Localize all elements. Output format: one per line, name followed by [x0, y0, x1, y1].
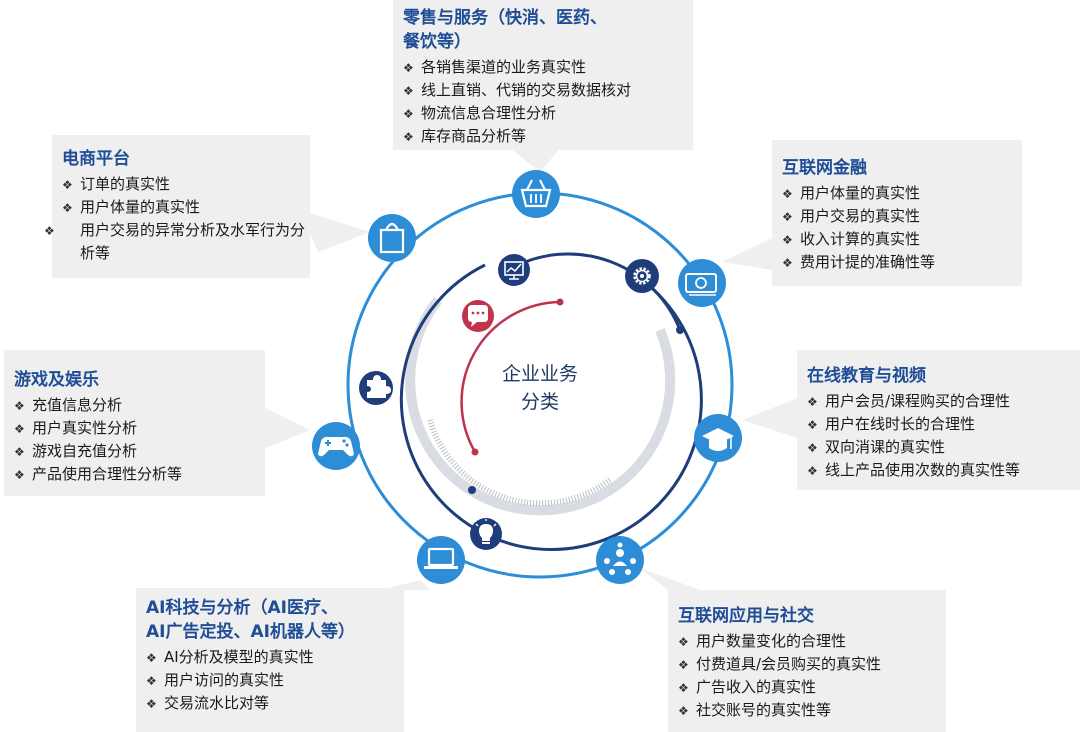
category-box-gaming: 游戏及娱乐 ❖充值信息分析 ❖用户真实性分析 ❖游戏自充值分析 ❖产品使用合理性…: [4, 350, 265, 496]
chart-monitor-icon: [498, 254, 530, 286]
category-item-list: ❖用户体量的真实性 ❖用户交易的真实性 ❖收入计算的真实性 ❖费用计提的准确性等: [782, 182, 1022, 274]
dark-arc-outer: [399, 263, 703, 551]
callout-pointer-ai: [380, 580, 430, 590]
arc-end-dot: [676, 326, 684, 334]
category-title: 电商平台: [62, 149, 130, 169]
callout-pointer-gaming: [265, 408, 310, 448]
category-box-social: 互联网应用与社交 ❖用户数量变化的合理性 ❖付费道具/会员购买的真实性 ❖广告收…: [668, 590, 946, 732]
list-item: ❖库存商品分析等: [403, 127, 527, 145]
lightbulb-icon: [470, 518, 502, 550]
callout-pointer-ecommerce: [300, 210, 370, 252]
list-item: ❖AI分析及模型的真实性: [146, 648, 314, 666]
list-item: ❖收入计算的真实性: [782, 230, 921, 248]
list-item: ❖用户在线时长的合理性: [807, 415, 976, 433]
list-item: ❖物流信息合理性分析: [403, 104, 557, 122]
list-item: ❖用户交易的异常分析及水军行为分析等: [44, 221, 306, 262]
people-network-icon: [596, 536, 644, 584]
list-item: ❖广告收入的真实性: [678, 678, 817, 696]
list-item: ❖社交账号的真实性等: [678, 701, 832, 719]
gray-arc: [405, 296, 676, 516]
center-label-line1: 企业业务: [501, 363, 578, 385]
list-item: ❖各销售渠道的业务真实性: [403, 58, 587, 76]
category-title: 零售与服务（快消、医药、餐饮等）: [403, 8, 607, 52]
gear-icon: [625, 259, 659, 293]
shopping-bag-icon: [368, 214, 416, 262]
list-item: ❖付费道具/会员购买的真实性: [678, 655, 882, 673]
arc-end-dot: [468, 486, 476, 494]
red-arc: [460, 300, 561, 453]
category-box-fintech: 互联网金融 ❖用户体量的真实性 ❖用户交易的真实性 ❖收入计算的真实性 ❖费用计…: [772, 140, 1022, 286]
list-item: ❖交易流水比对等: [146, 694, 270, 712]
list-item: ❖充值信息分析: [14, 396, 123, 414]
category-item-list: ❖用户会员/课程购买的合理性 ❖用户在线时长的合理性 ❖双向消课的真实性 ❖线上…: [807, 390, 1080, 482]
category-item-list: ❖订单的真实性 ❖用户体量的真实性 ❖用户交易的异常分析及水军行为分析等: [44, 173, 310, 264]
basket-icon: [512, 170, 560, 218]
list-item: ❖订单的真实性: [62, 175, 171, 193]
chat-bubble-icon: [462, 300, 494, 332]
callout-pointer-education: [742, 398, 798, 438]
laptop-icon: [417, 536, 465, 584]
puzzle-icon: [359, 371, 393, 405]
dark-arc-inner: [511, 252, 682, 331]
list-item: ❖双向消课的真实性: [807, 438, 946, 456]
category-title: 在线教育与视频: [807, 366, 926, 386]
category-box-ecommerce: 电商平台 ❖订单的真实性 ❖用户体量的真实性 ❖用户交易的异常分析及水军行为分析…: [44, 135, 310, 278]
list-item: ❖用户体量的真实性: [782, 184, 921, 202]
category-item-list: ❖充值信息分析 ❖用户真实性分析 ❖游戏自充值分析 ❖产品使用合理性分析等: [14, 394, 265, 486]
category-item-list: ❖AI分析及模型的真实性 ❖用户访问的真实性 ❖交易流水比对等: [146, 646, 404, 715]
category-box-education: 在线教育与视频 ❖用户会员/课程购买的合理性 ❖用户在线时长的合理性 ❖双向消课…: [797, 350, 1080, 490]
callout-pointer-retail: [510, 148, 560, 172]
list-item: ❖用户真实性分析: [14, 419, 138, 437]
dashed-arc: [427, 419, 612, 507]
list-item: ❖线上产品使用次数的真实性等: [807, 461, 1021, 479]
center-label-line2: 分类: [520, 391, 559, 413]
money-icon: [678, 259, 726, 307]
category-item-list: ❖用户数量变化的合理性 ❖付费道具/会员购买的真实性 ❖广告收入的真实性 ❖社交…: [678, 630, 946, 722]
category-box-ai: AI科技与分析（AI医疗、AI广告定投、AI机器人等） ❖AI分析及模型的真实性…: [136, 588, 404, 732]
graduation-cap-icon: [694, 414, 742, 462]
list-item: ❖用户数量变化的合理性: [678, 632, 847, 650]
list-item: ❖产品使用合理性分析等: [14, 465, 183, 483]
arc-end-dot: [471, 448, 479, 456]
category-title: AI科技与分析（AI医疗、AI广告定投、AI机器人等）: [146, 598, 355, 642]
list-item: ❖线上直销、代销的交易数据核对: [403, 81, 632, 99]
list-item: ❖用户会员/课程购买的合理性: [807, 392, 1011, 410]
category-item-list: ❖各销售渠道的业务真实性 ❖线上直销、代销的交易数据核对 ❖物流信息合理性分析 …: [403, 56, 693, 148]
list-item: ❖费用计提的准确性等: [782, 253, 936, 271]
category-title: 游戏及娱乐: [14, 370, 99, 390]
callout-pointer-social: [640, 568, 700, 590]
list-item: ❖用户体量的真实性: [62, 198, 201, 216]
category-box-retail: 零售与服务（快消、医药、餐饮等） ❖各销售渠道的业务真实性 ❖线上直销、代销的交…: [393, 0, 693, 150]
list-item: ❖游戏自充值分析: [14, 442, 138, 460]
callout-pointer-fintech: [722, 238, 772, 270]
list-item: ❖用户交易的真实性: [782, 207, 921, 225]
category-title: 互联网金融: [782, 158, 867, 178]
center-label: 企业业务 分类: [470, 360, 610, 416]
category-title: 互联网应用与社交: [678, 606, 814, 626]
list-item: ❖用户访问的真实性: [146, 671, 285, 689]
gamepad-icon: [312, 422, 360, 470]
arc-end-dot: [556, 298, 564, 306]
